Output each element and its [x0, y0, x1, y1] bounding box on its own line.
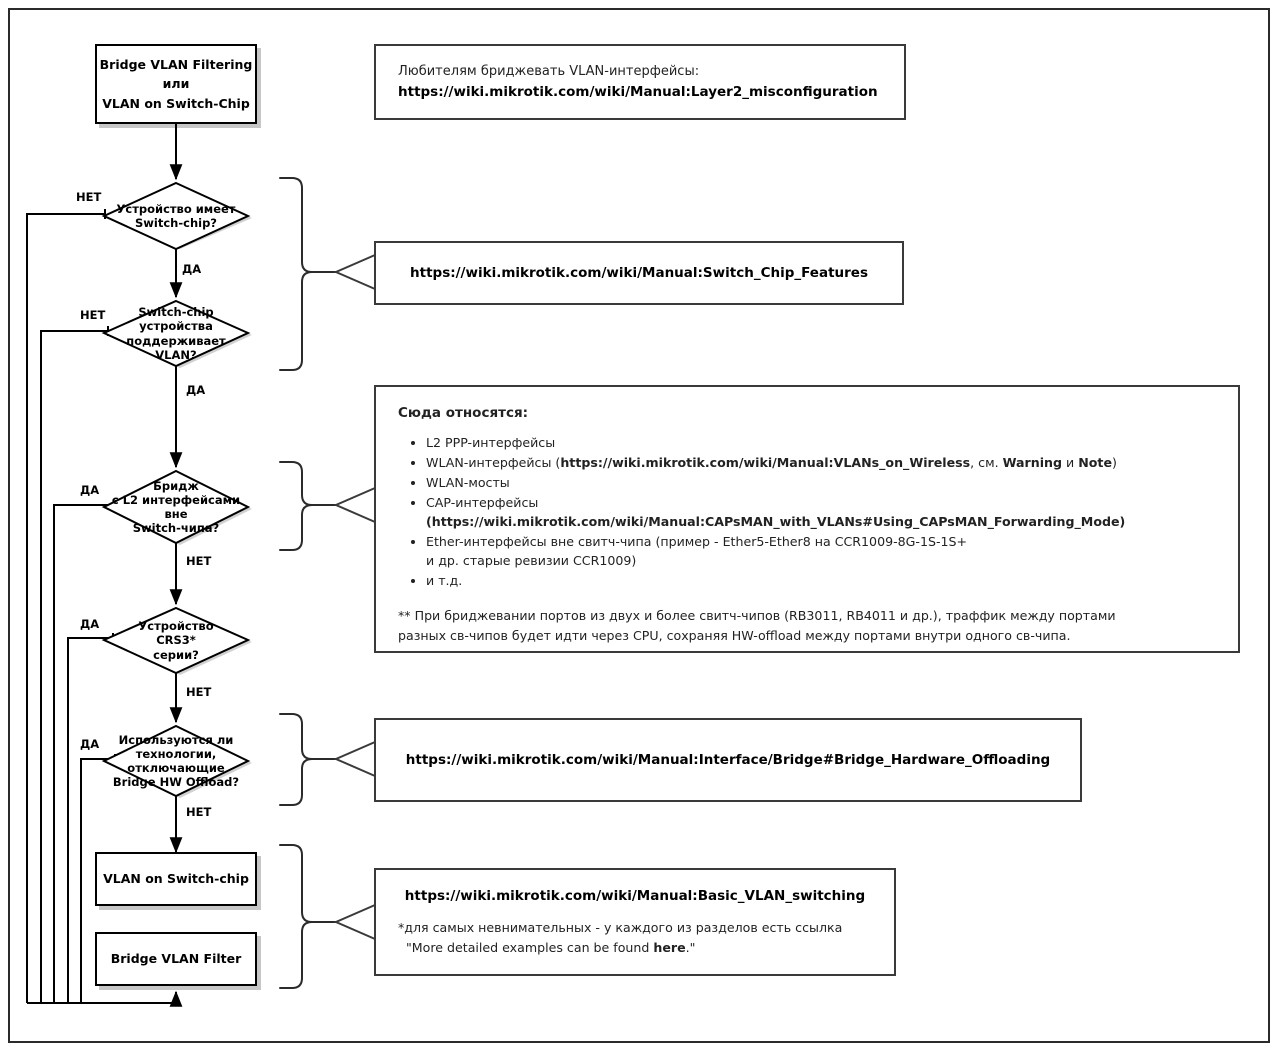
- d2-line2: устройства: [139, 319, 213, 334]
- note-basic-vlan-url[interactable]: https://wiki.mikrotik.com/wiki/Manual:Ba…: [404, 887, 866, 904]
- note-layer2-misconfiguration[interactable]: Любителям бриджевать VLAN-интерфейсы: ht…: [374, 44, 906, 120]
- note-l2-footnote-line1: ** При бриджевании портов из двух и боле…: [398, 607, 1116, 623]
- note-l2-title: Сюда относятся:: [398, 405, 529, 421]
- l2-item-1-b1: Warning: [1002, 454, 1063, 470]
- node-decision-has-switch-chip[interactable]: Устройство имеет Switch-chip?: [104, 183, 248, 249]
- node-start-line1: Bridge VLAN Filtering: [99, 56, 253, 72]
- note-switch-chip-features-url[interactable]: https://wiki.mikrotik.com/wiki/Manual:Sw…: [410, 264, 868, 281]
- edge-label-d2-no: НЕТ: [80, 308, 106, 322]
- edge-label-d1-yes: ДА: [182, 262, 202, 276]
- l2-item-0-text: L2 PPP-интерфейсы: [426, 434, 556, 450]
- l2-item-5-text: и т.д.: [426, 572, 463, 588]
- d3-line2: с L2 интерфейсами: [111, 492, 241, 507]
- edge-label-d3-yes: ДА: [80, 483, 100, 497]
- page-outer-border: [8, 8, 1270, 1043]
- l2-item-1-b2: Note: [1078, 454, 1112, 470]
- note-basic-vlan-foot1: *для самых невнимательных - у каждого из…: [398, 919, 843, 935]
- d3-line3: вне: [164, 507, 188, 521]
- note-basic-vlan-foot2-post: .": [685, 940, 696, 956]
- note-misconfig-line1: Любителям бриджевать VLAN-интерфейсы:: [398, 64, 700, 80]
- l2-item-3-url[interactable]: (https://wiki.mikrotik.com/wiki/Manual:C…: [426, 513, 1126, 529]
- node-vlan-on-switch-chip-label: VLAN on Switch-chip: [103, 871, 249, 887]
- d4-line2: CRS3*: [156, 633, 196, 648]
- d4-line3: серии?: [153, 647, 199, 662]
- note-basic-vlan-footnote: *для самых невнимательных - у каждого из…: [398, 918, 872, 958]
- l2-item-4-text2: и др. старые ревизии CCR1009): [426, 552, 637, 568]
- note-l2-footnote: ** При бриджевании портов из двух и боле…: [398, 606, 1216, 647]
- list-item: WLAN-интерфейсы (https://wiki.mikrotik.c…: [426, 454, 1216, 473]
- d5-line2: технологии,: [135, 746, 217, 761]
- note-hw-offloading-url[interactable]: https://wiki.mikrotik.com/wiki/Manual:In…: [405, 751, 1051, 768]
- list-item: CAP-интерфейсы (https://wiki.mikrotik.co…: [426, 494, 1216, 531]
- note-basic-vlan-foot2-here[interactable]: here: [653, 940, 686, 956]
- node-bridge-vlan-filter[interactable]: Bridge VLAN Filter: [95, 932, 257, 986]
- node-vlan-on-switch-chip[interactable]: VLAN on Switch-chip: [95, 852, 257, 906]
- note-misconfig-url[interactable]: https://wiki.mikrotik.com/wiki/Manual:La…: [398, 83, 878, 100]
- l2-item-1-post: ): [1112, 454, 1117, 470]
- d5-line1: Используются ли: [118, 732, 234, 747]
- node-start[interactable]: Bridge VLAN Filtering или VLAN on Switch…: [95, 44, 257, 124]
- d3-line1: Бридж: [153, 478, 199, 493]
- list-item: WLAN-мосты: [426, 474, 1216, 493]
- d1-line2: Switch-chip?: [135, 216, 217, 230]
- d2-line3: поддерживает: [126, 333, 226, 348]
- node-decision-bridge-l2-outside-switch-chip[interactable]: Бридж с L2 интерфейсами вне Switch-чипа?: [104, 471, 248, 543]
- note-l2-interfaces-list[interactable]: Сюда относятся: L2 PPP-интерфейсы WLAN-и…: [374, 385, 1240, 653]
- l2-item-1-mid2: и: [1062, 454, 1079, 470]
- d5-line3: отключающие: [127, 761, 225, 775]
- edge-label-d4-yes: ДА: [80, 617, 100, 631]
- node-bridge-vlan-filter-label: Bridge VLAN Filter: [110, 951, 242, 967]
- note-basic-vlan-switching[interactable]: https://wiki.mikrotik.com/wiki/Manual:Ba…: [374, 868, 896, 976]
- d2-line4: VLAN?: [155, 347, 197, 362]
- note-basic-vlan-foot2-pre: "More detailed examples can be found: [406, 940, 654, 956]
- list-item: Ether-интерфейсы вне свитч-чипа (пример …: [426, 533, 1216, 570]
- node-decision-crs3-series[interactable]: Устройство CRS3* серии?: [104, 608, 248, 673]
- d2-line1: Switch-chip: [138, 305, 214, 320]
- edge-label-d4-no: НЕТ: [186, 685, 212, 699]
- note-l2-items: L2 PPP-интерфейсы WLAN-интерфейсы (https…: [412, 432, 1216, 592]
- d3-line4: Switch-чипа?: [132, 521, 220, 536]
- node-decision-hw-offload-disabling-tech[interactable]: Используются ли технологии, отключающие …: [104, 726, 248, 796]
- node-decision-switch-chip-supports-vlan[interactable]: Switch-chip устройства поддерживает VLAN…: [104, 301, 248, 366]
- edge-label-d3-no: НЕТ: [186, 554, 212, 568]
- l2-item-1-pre: WLAN-интерфейсы (: [426, 454, 561, 470]
- edge-label-d5-no: НЕТ: [186, 805, 212, 819]
- note-bridge-hardware-offloading[interactable]: https://wiki.mikrotik.com/wiki/Manual:In…: [374, 718, 1082, 802]
- list-item: и т.д.: [426, 572, 1216, 591]
- d4-line1: Устройство: [138, 619, 214, 634]
- l2-item-3-pre: CAP-интерфейсы: [426, 495, 539, 511]
- note-l2-footnote-line2: разных св-чипов будет идти через CPU, со…: [398, 628, 1071, 644]
- l2-item-1-mid: , см.: [970, 454, 1003, 470]
- edge-label-d5-yes: ДА: [80, 737, 100, 751]
- l2-item-4-text: Ether-интерфейсы вне свитч-чипа (пример …: [426, 533, 968, 549]
- edge-label-d2-yes: ДА: [186, 383, 206, 397]
- note-switch-chip-features[interactable]: https://wiki.mikrotik.com/wiki/Manual:Sw…: [374, 241, 904, 305]
- list-item: L2 PPP-интерфейсы: [426, 434, 1216, 453]
- node-start-line2: или: [162, 76, 190, 92]
- l2-item-2-text: WLAN-мосты: [426, 475, 510, 490]
- d5-line4: Bridge HW Offload?: [112, 775, 240, 790]
- d1-line1: Устройство имеет: [116, 201, 236, 216]
- node-start-line3: VLAN on Switch-Chip: [102, 95, 250, 111]
- l2-item-1-url[interactable]: https://wiki.mikrotik.com/wiki/Manual:VL…: [560, 454, 971, 470]
- edge-label-d1-no: НЕТ: [76, 190, 102, 204]
